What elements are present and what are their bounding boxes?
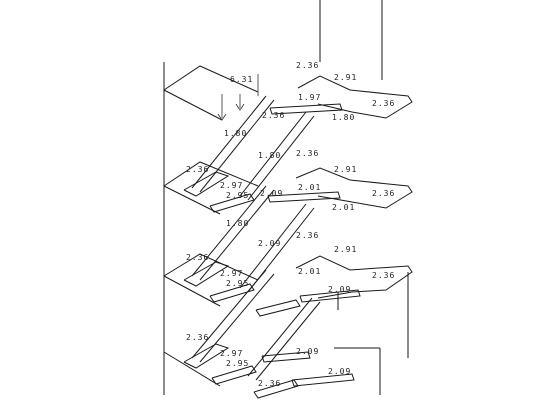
structure-lines (163, 0, 409, 395)
slab-4-left (163, 351, 221, 387)
bar-10 (299, 289, 361, 303)
slab-3-left (163, 275, 221, 307)
dim-label: 2.36 (186, 165, 209, 174)
dim-label: 2.91 (334, 73, 357, 82)
slab-top-edge (163, 65, 259, 93)
floor-slabs (163, 65, 381, 395)
dim-label: 2.09 (328, 285, 351, 294)
bar-6 (261, 351, 311, 363)
landing-left-1 (183, 171, 230, 197)
bar-9 (267, 191, 341, 203)
dim-label: 1.80 (332, 113, 355, 122)
bar-2 (209, 283, 255, 303)
dim-label: 2.97 (220, 181, 243, 190)
bar-3 (211, 365, 257, 385)
slab-2-top (163, 161, 259, 187)
dim-label: 2.36 (296, 231, 319, 240)
dim-label: 2.36 (186, 253, 209, 262)
rebar-segments (209, 103, 361, 399)
flight-c1 (191, 185, 267, 277)
bar-1 (209, 193, 255, 213)
arrow-1 (217, 113, 227, 121)
slab-3-top (163, 253, 259, 281)
dim-label: 2.36 (296, 149, 319, 158)
dim-label: 2.36 (296, 61, 319, 70)
dimension-labels: 2.36 2.91 2.36 1.97 1.80 1.80 2.36 6.31 … (186, 61, 395, 388)
dim-label: 2.09 (258, 239, 281, 248)
flight-b2 (247, 115, 315, 201)
dim-label: 2.97 (220, 269, 243, 278)
flight-d1 (239, 203, 307, 289)
dim-label: 2.09 (296, 347, 319, 356)
dim-label: 2.97 (220, 349, 243, 358)
slab-1-left (163, 89, 223, 121)
bar-8 (269, 103, 343, 115)
dim-label: 2.91 (334, 165, 357, 174)
dim-label: 2.95 (226, 191, 249, 200)
flight-e1 (191, 269, 267, 359)
dimension-ticks (217, 74, 259, 121)
landing-3-right (295, 255, 413, 299)
dim-label: 2.09 (260, 189, 283, 198)
dim-label: 2.36 (372, 271, 395, 280)
landing-2-right (295, 167, 413, 209)
flight-e2 (199, 273, 275, 363)
flight-a2 (199, 99, 275, 193)
flight-a1 (191, 95, 267, 189)
bar-4 (255, 299, 301, 317)
dim-label: 1.80 (224, 129, 247, 138)
flight-b1 (239, 111, 307, 197)
dim-label: 2.01 (298, 267, 321, 276)
dim-label: 2.36 (186, 333, 209, 342)
flight-c2 (199, 189, 275, 281)
arrow-2 (235, 103, 245, 111)
flight-f1 (247, 297, 313, 377)
landing-left-3 (183, 343, 230, 369)
dim-label: 2.36 (258, 379, 281, 388)
dim-label: 1.80 (258, 151, 281, 160)
dim-label: 6.31 (230, 75, 253, 84)
dim-label: 2.09 (328, 367, 351, 376)
stair-flights (191, 95, 321, 381)
dim-label: 2.01 (332, 203, 355, 212)
right-landings (295, 75, 413, 299)
dim-label: 2.95 (226, 279, 249, 288)
dim-label: 2.01 (298, 183, 321, 192)
landing-left-2 (183, 261, 230, 287)
slab-2-left (163, 185, 221, 215)
landing-1-right (297, 75, 413, 119)
dim-label: 2.36 (372, 189, 395, 198)
bar-7 (291, 373, 355, 387)
dim-label: 1.97 (298, 93, 321, 102)
dim-label: 2.95 (226, 359, 249, 368)
left-landings (183, 171, 230, 369)
dim-label: 1.80 (226, 219, 249, 228)
dim-label: 2.91 (334, 245, 357, 254)
flight-f2 (255, 301, 321, 381)
dim-label: 2.36 (372, 99, 395, 108)
dim-label: 2.36 (262, 111, 285, 120)
